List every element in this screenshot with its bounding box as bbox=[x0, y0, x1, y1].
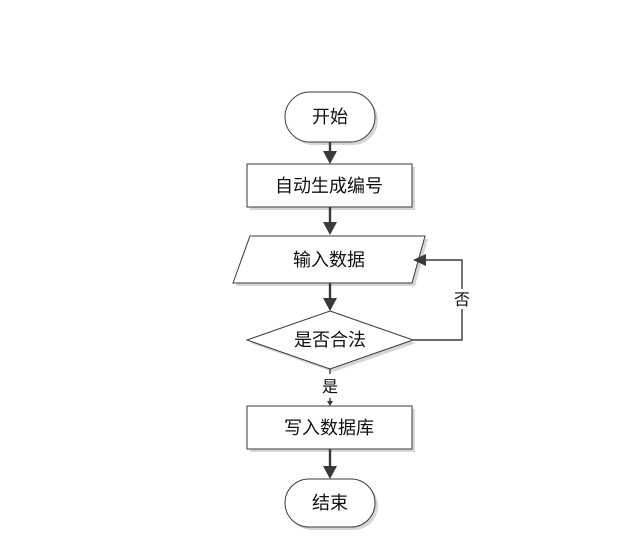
arrow-generate-to-input bbox=[323, 207, 337, 235]
write-database-node: 写入数据库 bbox=[246, 405, 415, 452]
arrow-start-to-generate bbox=[323, 142, 337, 164]
arrow-no-loop-back: 否 bbox=[413, 254, 472, 341]
validity-check-node: 是否合法 bbox=[245, 310, 416, 372]
input-data-node: 输入数据 bbox=[232, 235, 428, 286]
write-database-label: 写入数据库 bbox=[284, 418, 374, 439]
end-node: 结束 bbox=[284, 478, 378, 530]
generate-id-label: 自动生成编号 bbox=[275, 176, 383, 197]
validity-check-label: 是否合法 bbox=[294, 330, 366, 351]
start-node-label: 开始 bbox=[312, 107, 348, 128]
arrow-yes-to-write: 是 bbox=[322, 369, 338, 406]
arrow-write-to-end bbox=[323, 449, 337, 479]
no-branch-label: 否 bbox=[454, 290, 470, 309]
generate-id-node: 自动生成编号 bbox=[246, 163, 415, 210]
end-node-label: 结束 bbox=[312, 493, 348, 514]
input-data-label: 输入数据 bbox=[293, 250, 365, 271]
arrow-input-to-check bbox=[323, 283, 337, 311]
yes-branch-label: 是 bbox=[322, 377, 338, 396]
start-node: 开始 bbox=[284, 91, 378, 145]
